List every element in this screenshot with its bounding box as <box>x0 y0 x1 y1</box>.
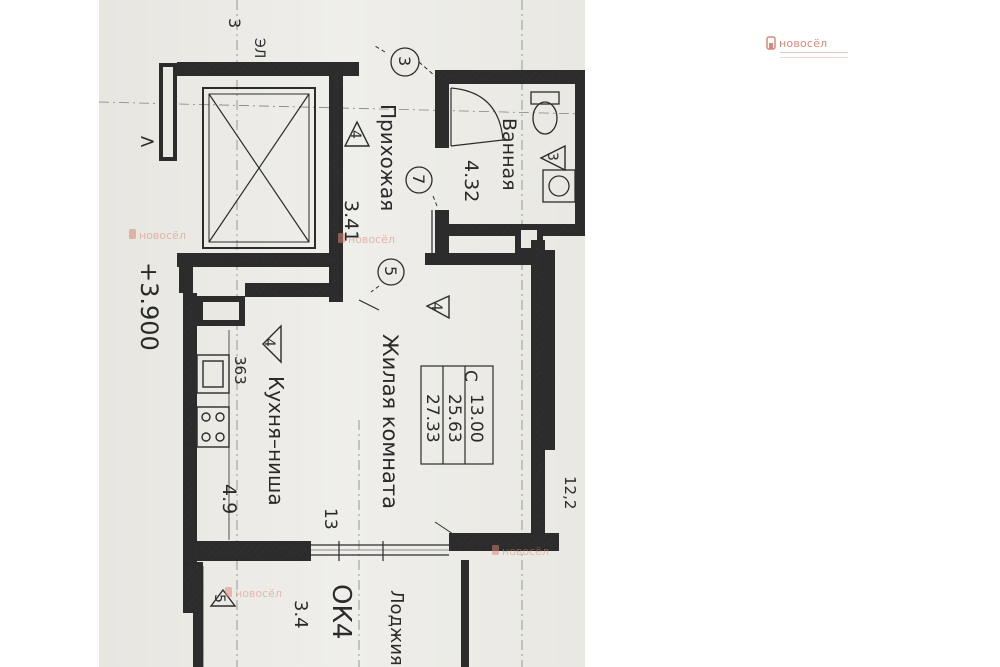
loggia-area: 3.4 <box>290 600 311 629</box>
watermark-subline <box>780 52 848 58</box>
photo-watermark-1: новосёл <box>129 229 186 242</box>
triangle-markers <box>209 120 566 607</box>
elevator-shaft <box>202 87 316 249</box>
axis-label-7: 7 <box>409 174 428 184</box>
kitchen-walls <box>183 283 343 613</box>
dim-12-2: 12,2 <box>561 476 579 509</box>
bathroom-marker: 3 <box>544 152 560 161</box>
bathroom-area: 4.32 <box>460 160 482 202</box>
hallway-marker: 4 <box>347 130 363 139</box>
hallway-label: Прихожая <box>376 104 400 211</box>
floor-plan: Прихожая 3.41 4 Ванная 4.32 3 Жилая комн… <box>99 0 585 667</box>
svg-text:новосёл: новосёл <box>348 233 395 246</box>
arrow-mark: > <box>139 129 156 153</box>
axis-label-5: 5 <box>381 266 400 276</box>
axis-marker-lines <box>370 45 438 293</box>
window-frame <box>311 541 449 561</box>
svg-text:новосёл: новосёл <box>139 229 186 242</box>
living-room-label: Жилая комната <box>378 334 402 509</box>
watermark-logo: новосёл <box>766 36 848 58</box>
window-label: ОК4 <box>326 584 356 639</box>
loggia-walls <box>193 560 469 667</box>
watermark-icon <box>766 36 776 50</box>
kitchen-area: 4.9 <box>218 484 240 514</box>
dim-3: 3 <box>225 18 244 28</box>
elevation-label: +3.900 <box>135 262 163 351</box>
summary-value-2: 25.63 <box>444 394 464 443</box>
bathroom-door <box>450 87 504 147</box>
living-room-marker: 4 <box>428 302 444 311</box>
dim-13: 13 <box>320 508 340 530</box>
photo-watermark-3: новосёл <box>492 545 549 558</box>
blank-area <box>585 0 1000 667</box>
dim-el: ЭЛ <box>251 38 267 58</box>
hallway-area: 3.41 <box>340 200 362 242</box>
axis-label-3: 3 <box>395 56 414 66</box>
bathroom-fixtures <box>530 91 576 203</box>
floor-plan-photo: Прихожая 3.41 4 Ванная 4.32 3 Жилая комн… <box>99 0 585 667</box>
summary-box <box>420 365 494 465</box>
leader-line <box>434 521 472 547</box>
summary-label: С <box>460 370 480 382</box>
loggia-marker: 5 <box>211 594 227 603</box>
photo-watermark-4: новосёл <box>225 587 282 600</box>
loggia-label: Лоджия <box>386 590 407 666</box>
summary-value-1: 13.00 <box>466 394 486 443</box>
svg-text:новосёл: новосёл <box>502 545 549 558</box>
axis-markers <box>377 47 433 286</box>
kitchen-fixtures <box>196 330 230 540</box>
svg-text:новосёл: новосёл <box>235 587 282 600</box>
watermark-brand: новосёл <box>779 36 828 50</box>
hallway-door <box>358 210 433 311</box>
dim-363: 363 <box>231 356 249 385</box>
living-walls <box>191 224 559 561</box>
bathroom-label: Ванная <box>498 118 520 191</box>
kitchen-label: Кухня–ниша <box>264 376 288 506</box>
photo-watermark-2: новосёл <box>338 233 395 246</box>
kitchen-marker: 4 <box>261 338 277 347</box>
summary-value-3: 27.33 <box>422 394 442 443</box>
